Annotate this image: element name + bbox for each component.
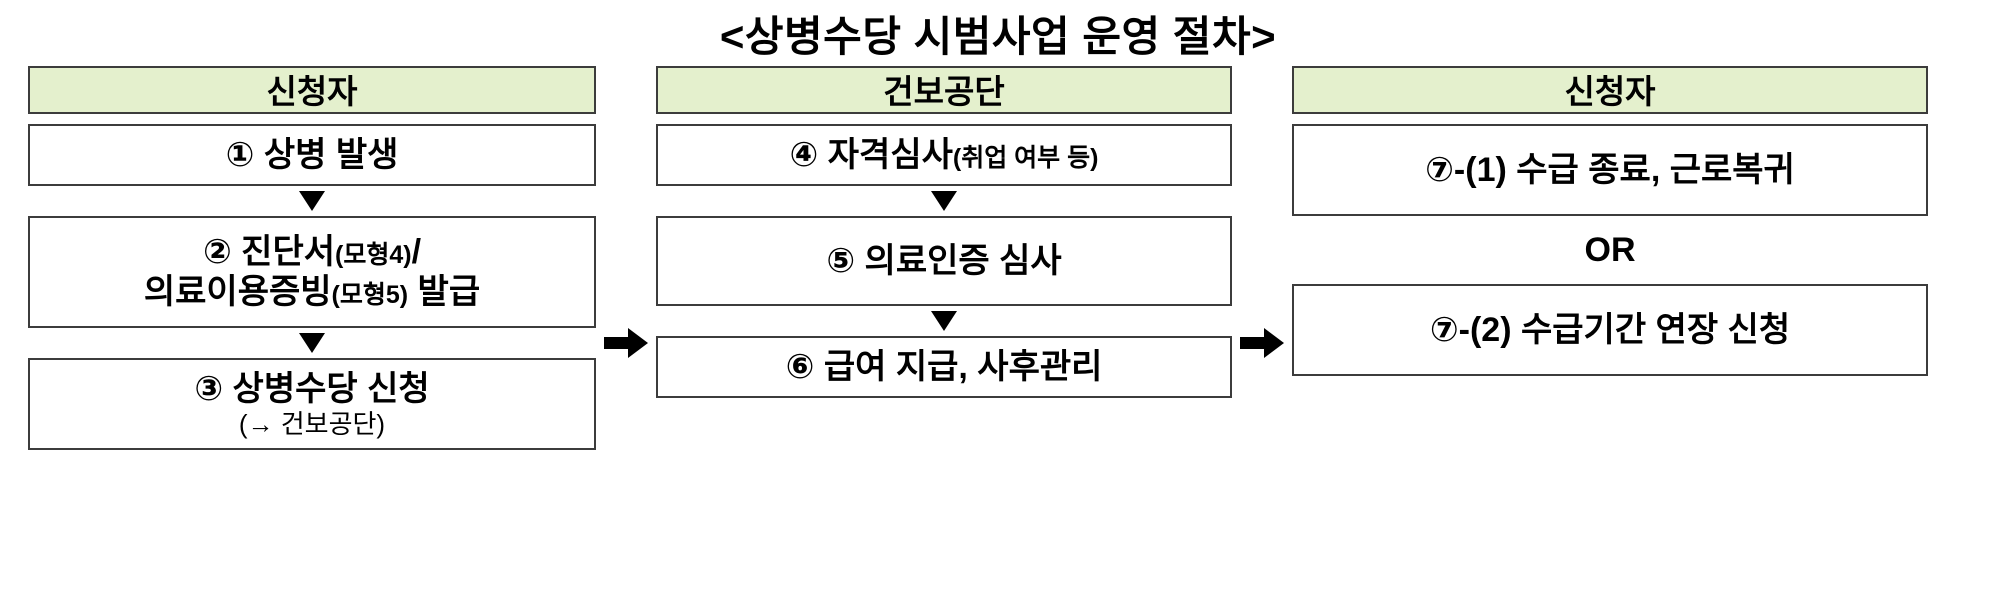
column-header-applicant-right: 신청자 [1292, 66, 1928, 115]
node-step-3-sublabel: (→ 건보공단) [238, 408, 386, 439]
node-step-4-label: ④ 자격심사(취업 여부 등) [790, 135, 1099, 175]
node-step-2-line1-text: ② 진단서 [202, 233, 336, 272]
node-step-2-line1-tail: / [411, 233, 422, 272]
node-step-7-1-label: ⑦-(1) 수급 종료, 근로복귀 [1425, 151, 1795, 190]
page-title: <상병수당 시범사업 운영 절차> [719, 13, 1277, 60]
node-step-5-label: ⑤ 의료인증 심사 [826, 242, 1062, 281]
node-step-5: ⑤ 의료인증 심사 [656, 216, 1232, 307]
node-step-2-line-1: ② 진단서(모형4)/ [203, 232, 421, 272]
column-applicant-right: 신청자 ⑦-(1) 수급 종료, 근로복귀 OR ⑦-(2) 수급기간 연장 신… [1292, 66, 1928, 377]
node-step-3-label: ③ 상병수당 신청 [194, 369, 430, 408]
right-arrow-icon [1240, 326, 1284, 360]
node-step-2-line2-text: 의료이용증빙 [143, 273, 332, 312]
flow-container: 신청자 ① 상병 발생 ② 진단서(모형4)/ 의료이용증빙(모형5) 발급 ③… [0, 66, 1996, 451]
node-step-2-line2-note: (모형5) [331, 281, 409, 310]
column-header-nhis: 건보공단 [656, 66, 1232, 115]
column-applicant-left: 신청자 ① 상병 발생 ② 진단서(모형4)/ 의료이용증빙(모형5) 발급 ③… [28, 66, 596, 451]
node-step-4-note: (취업 여부 등) [952, 144, 1099, 173]
node-step-1: ① 상병 발생 [28, 124, 596, 187]
node-step-2-line1-note: (모형4) [335, 241, 412, 270]
node-step-1-label: ① 상병 발생 [225, 136, 399, 175]
node-step-2-line2-tail: 발급 [408, 273, 481, 312]
node-step-4-text: ④ 자격심사 [789, 136, 953, 175]
node-step-6-label: ⑥ 급여 지급, 사후관리 [785, 348, 1103, 387]
connector-down-1 [28, 186, 596, 216]
right-arrow-icon [604, 326, 648, 360]
arrow-col2-col3 [1232, 66, 1292, 450]
node-step-7-2-label: ⑦-(2) 수급기간 연장 신청 [1429, 311, 1791, 350]
connector-down-4 [656, 306, 1232, 336]
node-step-6: ⑥ 급여 지급, 사후관리 [656, 336, 1232, 399]
node-step-7-2: ⑦-(2) 수급기간 연장 신청 [1292, 284, 1928, 377]
node-step-7-1: ⑦-(1) 수급 종료, 근로복귀 [1292, 124, 1928, 217]
node-step-3: ③ 상병수당 신청 (→ 건보공단) [28, 358, 596, 451]
node-step-2: ② 진단서(모형4)/ 의료이용증빙(모형5) 발급 [28, 216, 596, 329]
column-header-applicant-left: 신청자 [28, 66, 596, 115]
column-nhis: 건보공단 ④ 자격심사(취업 여부 등) ⑤ 의료인증 심사 ⑥ 급여 지급, … [656, 66, 1232, 399]
connector-down-3 [656, 186, 1232, 216]
or-separator-label: OR [1584, 231, 1636, 270]
node-step-4: ④ 자격심사(취업 여부 등) [656, 124, 1232, 187]
arrow-col1-col2 [596, 66, 656, 450]
connector-down-2 [28, 328, 596, 358]
node-step-2-line-2: 의료이용증빙(모형5) 발급 [144, 272, 480, 312]
